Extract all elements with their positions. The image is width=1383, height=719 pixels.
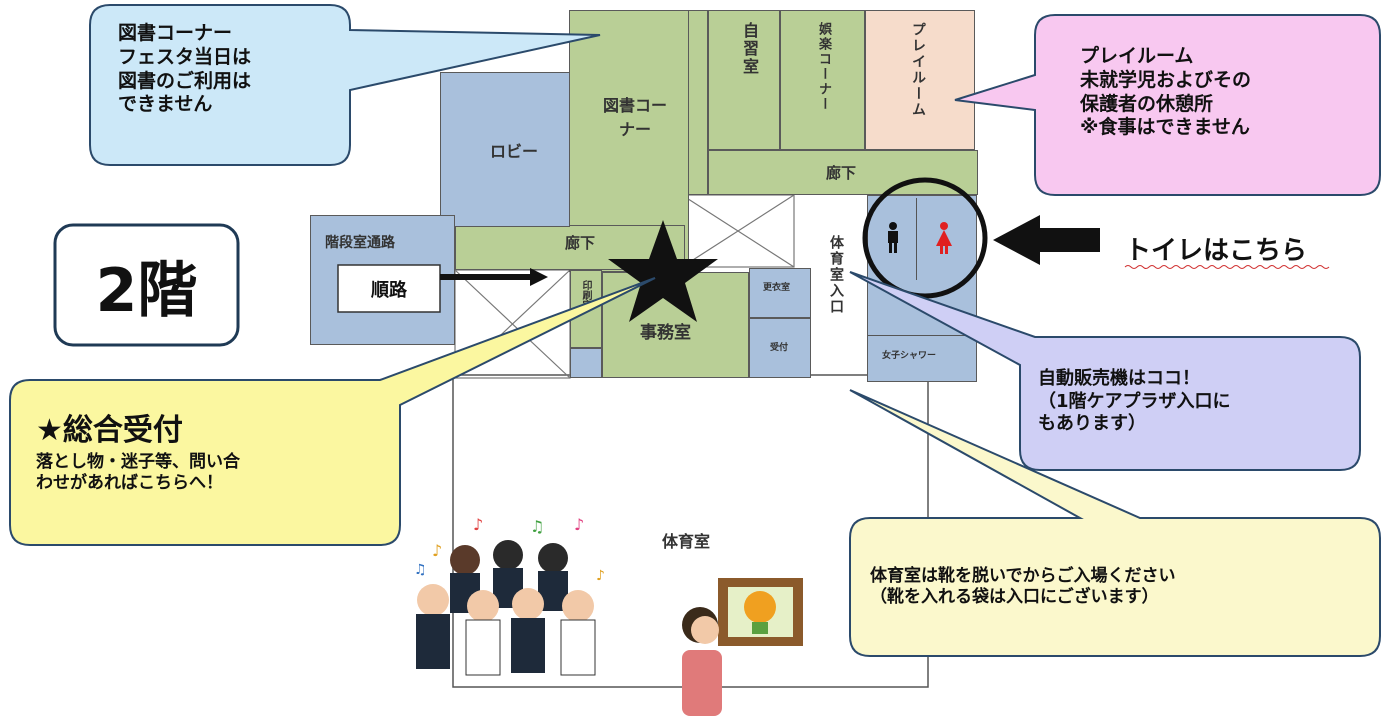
corridor-upper-label: 廊下 <box>826 164 857 182</box>
gym-entrance-label: 体育室入口 <box>828 235 844 315</box>
vending-callout-line-2: （1階ケアプラザ入口に <box>1038 390 1231 412</box>
vending-callout-line-1: 自動販売機はココ！ <box>1038 368 1200 389</box>
library-callout-line-4: できません <box>118 93 213 116</box>
lobby-label: ロビー <box>490 142 539 161</box>
corridor-vertical <box>688 10 708 195</box>
vending-callout-text: 自動販売機はココ！ （1階ケアプラザ入口に もあります） <box>1038 368 1231 436</box>
gym-label: 体育室 <box>662 532 711 551</box>
playroom-callout-line-3: 保護者の休憩所 <box>1080 92 1214 115</box>
playroom-callout-line-2: 未就学児およびその <box>1080 68 1252 91</box>
study-room <box>708 10 780 150</box>
library-callout-text: 図書コーナー フェスタ当日は 図書のご利用は できません <box>118 22 251 117</box>
floor-label: 2階 <box>95 255 198 326</box>
library-callout-line-3: 図書のご利用は <box>118 69 252 92</box>
gym-callout-line-2: （靴を入れる袋は入口にございます） <box>870 587 1159 608</box>
entertainment-label: 娯楽コーナー <box>816 22 831 112</box>
library-callout-line-2: フェスタ当日は <box>118 45 252 68</box>
playroom-callout-line-4: ※食事はできません <box>1080 116 1250 139</box>
shower-divider <box>868 335 976 336</box>
playroom-callout-line-1: プレイルーム <box>1080 45 1194 67</box>
library-label: 図書コー ナー <box>602 96 667 139</box>
office-label: 事務室 <box>640 323 691 343</box>
reception-callout-line-1: 落とし物・迷子等、問い合 <box>36 451 240 472</box>
reception-small-room <box>749 318 811 378</box>
stair-passage-label: 階段室通路 <box>325 235 395 251</box>
reception-callout-title: ★総合受付 <box>36 413 183 448</box>
reception-small-label: 受付 <box>770 343 789 353</box>
vending-callout-line-3: もあります） <box>1038 413 1146 434</box>
gym-callout-text: 体育室は靴を脱いでからご入場ください （靴を入れる袋は入口にございます） <box>870 566 1176 609</box>
study-label: 自習室 <box>740 22 759 76</box>
small-room-label: 印刷室 <box>580 280 591 310</box>
reception-callout-line-2: わせがあればこちらへ！ <box>36 472 223 493</box>
toilet-label: トイレはこちら <box>1125 236 1308 266</box>
library-callout-line-1: 図書コーナー <box>118 22 233 44</box>
toilet-divider <box>916 198 917 280</box>
route-label: 順路 <box>371 279 407 301</box>
entertainment-room <box>780 10 865 150</box>
reception-callout-text: ★総合受付 落とし物・迷子等、問い合 わせがあればこちらへ！ <box>36 412 240 494</box>
corridor-left-label: 廊下 <box>565 234 596 252</box>
changing-label: 更衣室 <box>763 283 791 293</box>
playroom-callout-text: プレイルーム 未就学児およびその 保護者の休憩所 ※食事はできません <box>1080 45 1251 140</box>
small-blue <box>570 348 602 378</box>
gym-callout-line-1: 体育室は靴を脱いでからご入場ください <box>870 566 1176 586</box>
playroom-label: プレイルーム <box>910 22 926 118</box>
womens-shower-label: 女子シャワー <box>882 351 937 361</box>
changing-room <box>749 268 811 318</box>
